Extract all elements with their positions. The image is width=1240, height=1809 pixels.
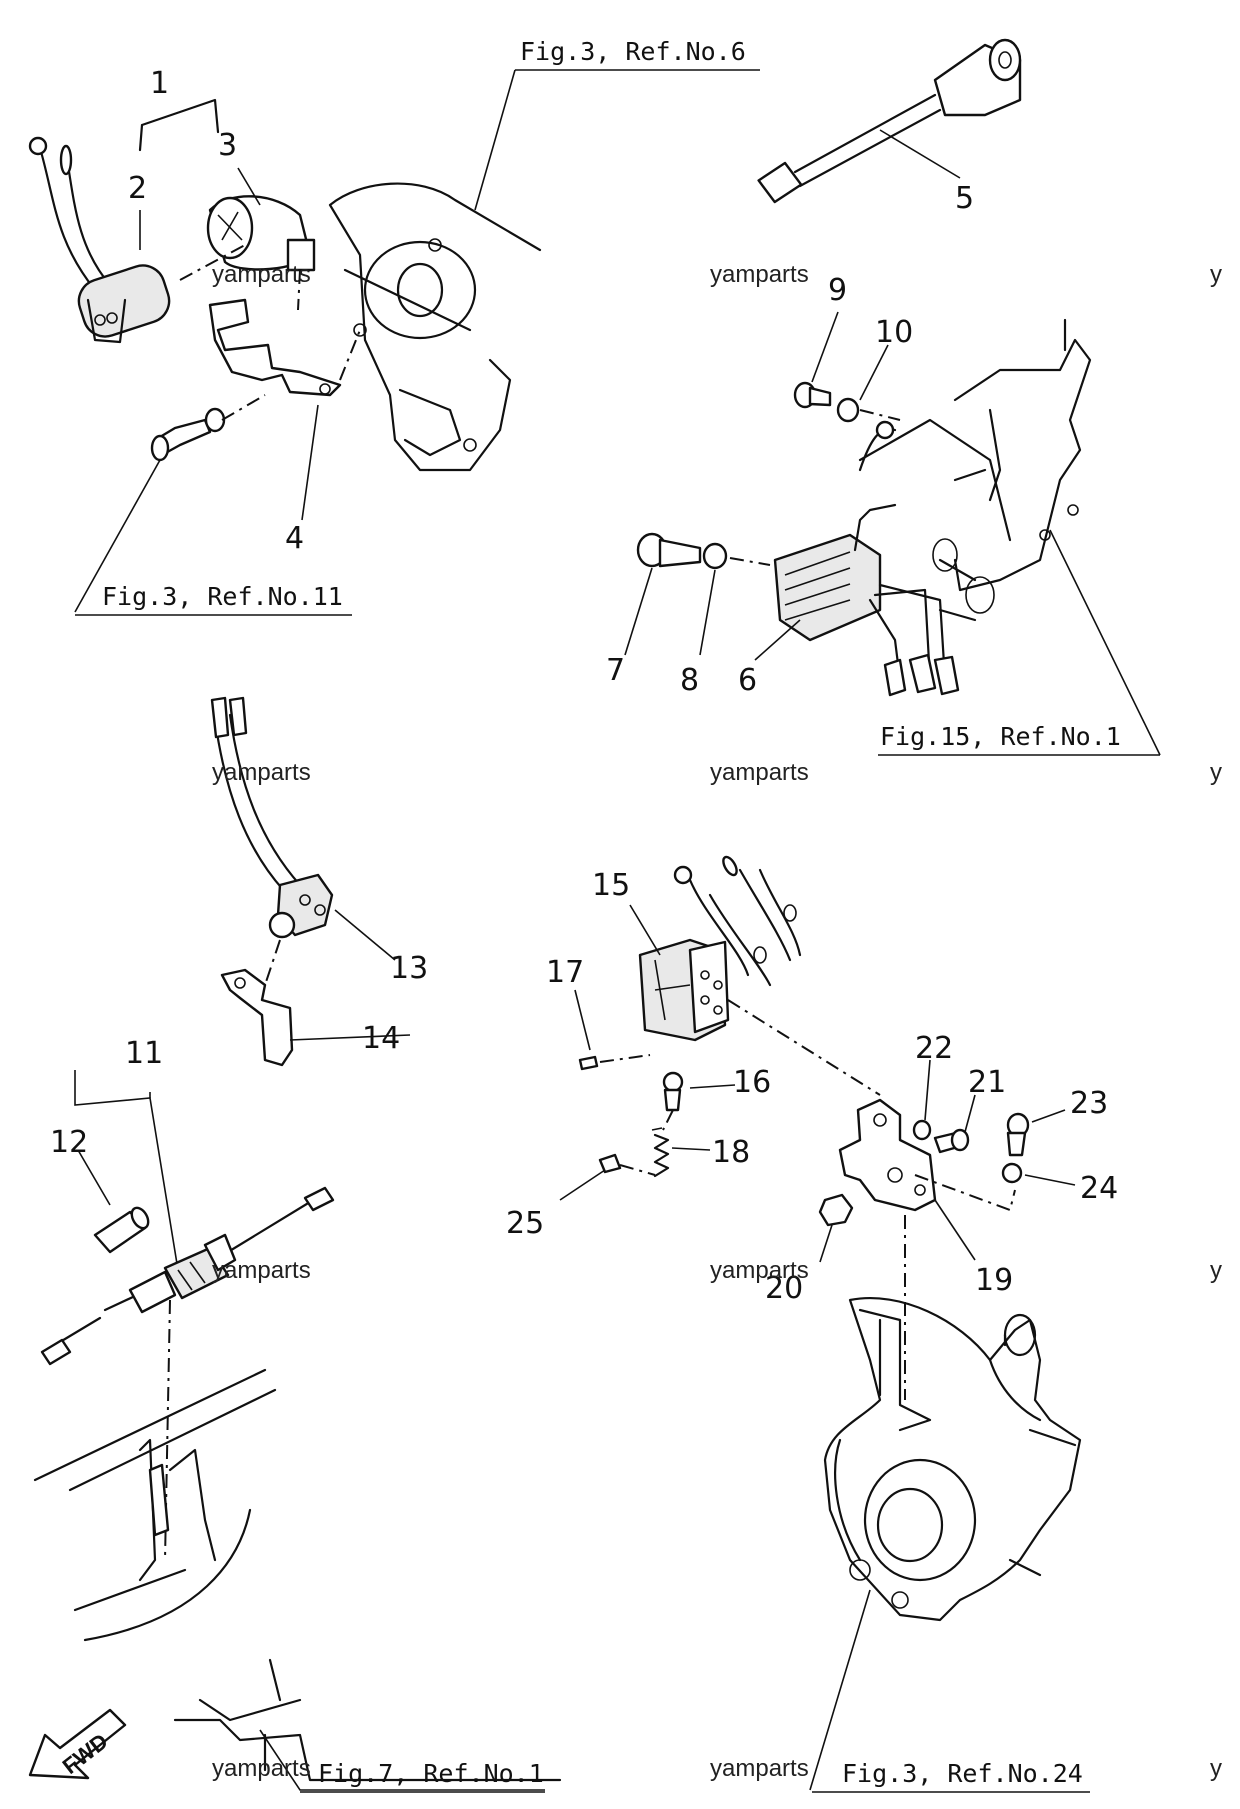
regulator-group [624, 311, 1161, 756]
ref-fig15-1: Fig.15, Ref.No.1 [880, 722, 1121, 751]
part-label-12: 12 [50, 1125, 88, 1160]
ref-fig3-11: Fig.3, Ref.No.11 [102, 582, 343, 611]
screw-part [150, 407, 226, 462]
watermark: yamparts [212, 759, 311, 786]
fuse-12 [93, 1206, 150, 1254]
bolt-9 [793, 381, 832, 409]
regulator-6 [773, 420, 960, 697]
watermark-edge: y [1210, 1257, 1222, 1284]
watermarks: yamparts yamparts y yamparts yamparts y … [212, 261, 1222, 1782]
bracket-14 [220, 968, 294, 1067]
part-label-22: 22 [915, 1031, 953, 1066]
part-label-3: 3 [218, 128, 237, 163]
ref-fig7-1: Fig.7, Ref.No.1 [318, 1759, 544, 1788]
part-label-10: 10 [875, 315, 913, 350]
watermark-edge: y [1210, 261, 1222, 288]
part-label-1: 1 [150, 66, 169, 101]
part-label-11: 11 [125, 1036, 163, 1071]
relay-assembly-group [559, 855, 1082, 1791]
watermark: yamparts [212, 1755, 311, 1782]
relay-cover-3 [206, 195, 316, 272]
part-label-5: 5 [955, 181, 974, 216]
part-label-18: 18 [712, 1135, 750, 1170]
watermark: yamparts [710, 1257, 809, 1284]
part-label-14: 14 [362, 1021, 400, 1056]
nut-20 [818, 1193, 854, 1227]
part-label-25: 25 [506, 1206, 544, 1241]
fuse-group: FWD [28, 1070, 562, 1791]
carburetor-block [823, 1297, 1082, 1622]
bolt-21 [933, 1128, 970, 1154]
watermark: yamparts [710, 1755, 809, 1782]
part-label-16: 16 [733, 1065, 771, 1100]
part-25-shape [598, 1153, 622, 1174]
watermark: yamparts [212, 261, 311, 288]
part-label-4: 4 [285, 521, 304, 556]
cable-5 [757, 38, 1022, 204]
washer-22 [912, 1119, 932, 1141]
part-label-2: 2 [128, 171, 147, 206]
watermark-edge: y [1210, 1755, 1222, 1782]
ref-fig3-24: Fig.3, Ref.No.24 [842, 1759, 1083, 1788]
assembly-1-group [28, 98, 361, 613]
bolt-23 [1006, 1112, 1030, 1157]
watermark: yamparts [212, 1257, 311, 1284]
part-label-15: 15 [592, 868, 630, 903]
engine-block-upper [328, 182, 542, 472]
watermark: yamparts [710, 261, 809, 288]
part-label-13: 13 [390, 951, 428, 986]
spring-18 [651, 1127, 670, 1178]
mount-post [138, 1438, 562, 1782]
part-label-7: 7 [606, 653, 625, 688]
part-labels: 1 2 3 4 5 6 7 8 9 10 11 12 13 14 15 16 1… [50, 66, 1118, 1306]
part-label-23: 23 [1070, 1086, 1108, 1121]
pin-17 [578, 1055, 599, 1071]
washer-8 [702, 542, 728, 570]
screw-16 [662, 1071, 684, 1112]
washer-10 [836, 397, 860, 423]
part-label-24: 24 [1080, 1171, 1118, 1206]
bracket-4 [208, 298, 342, 397]
fwd-arrow: FWD [28, 1708, 127, 1780]
switch-13 [268, 873, 334, 939]
switch-group [210, 696, 411, 1067]
part-label-19: 19 [975, 1263, 1013, 1298]
relay-body-2 [77, 264, 171, 344]
part-label-9: 9 [828, 273, 847, 308]
reference-callouts: Fig.3, Ref.No.6 Fig.3, Ref.No.11 Fig.15,… [75, 37, 1160, 1793]
part-label-8: 8 [680, 663, 699, 698]
bracket-19 [838, 1098, 937, 1212]
part-label-6: 6 [738, 663, 757, 698]
washer-24 [1001, 1162, 1023, 1184]
ref-fig3-6: Fig.3, Ref.No.6 [520, 37, 746, 66]
watermark-edge: y [1210, 759, 1222, 786]
part-label-21: 21 [968, 1065, 1006, 1100]
fuse-holder-11 [128, 1233, 237, 1314]
part-label-20: 20 [765, 1271, 803, 1306]
relay-15 [638, 938, 730, 1042]
watermark: yamparts [710, 759, 809, 786]
part-label-17: 17 [546, 955, 584, 990]
bolt-7 [636, 532, 702, 568]
